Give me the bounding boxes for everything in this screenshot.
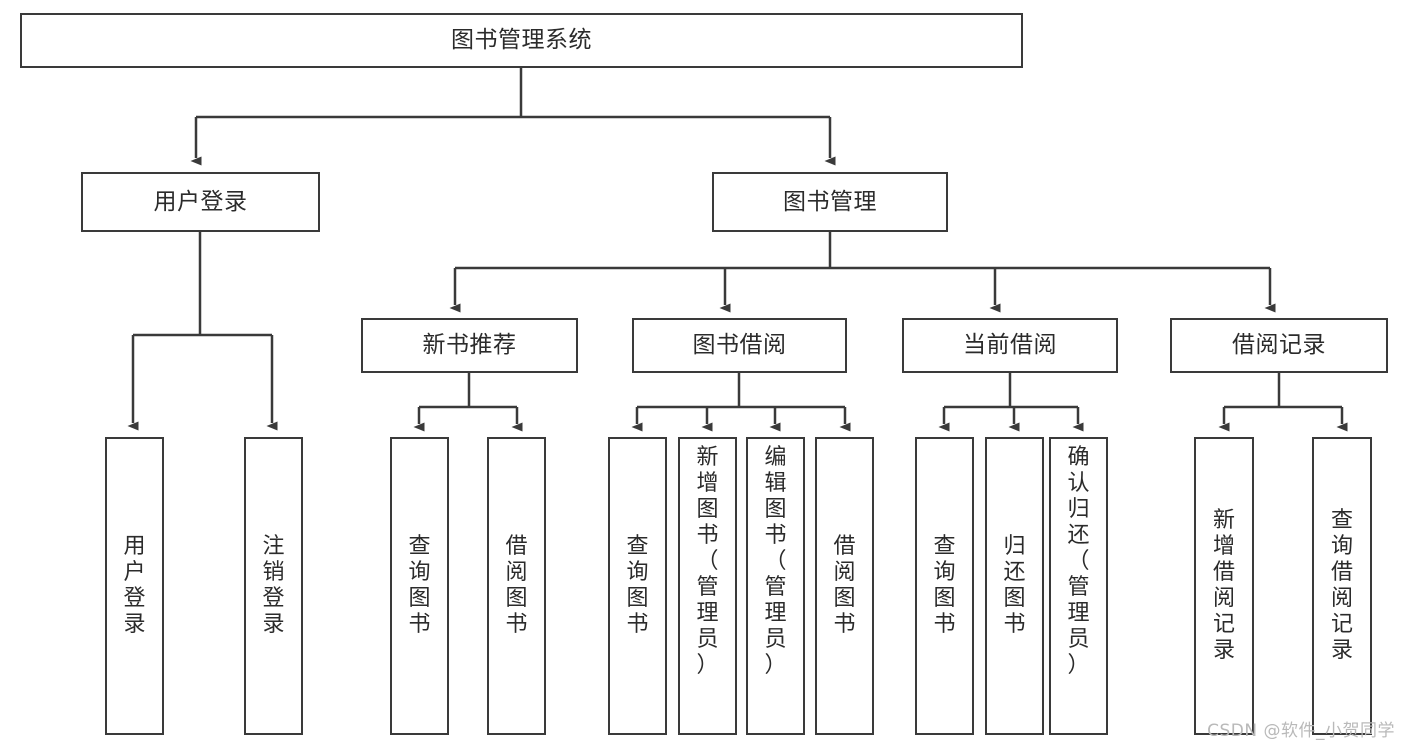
node-current-borrow[interactable]: 当前借阅 <box>902 318 1118 373</box>
node-leaf-label: 归还图书 <box>1003 534 1026 637</box>
node-user-login[interactable]: 用户登录 <box>81 172 320 232</box>
node-leaf-nbr-query-book[interactable]: 查询图书 <box>390 437 449 735</box>
node-leaf-bb-query-book[interactable]: 查询图书 <box>608 437 667 735</box>
node-leaf-label: 查询图书 <box>933 534 956 637</box>
node-root-label: 图书管理系统 <box>451 27 592 53</box>
node-leaf-label: 查询借阅记录 <box>1330 508 1353 663</box>
node-leaf-label: 新增图书（管理员） <box>696 445 719 678</box>
node-leaf-label: 借阅图书 <box>833 534 856 637</box>
node-leaf-logout[interactable]: 注销登录 <box>244 437 303 735</box>
node-book-borrow[interactable]: 图书借阅 <box>632 318 847 373</box>
node-leaf-label: 新增借阅记录 <box>1212 508 1235 663</box>
node-new-book-recommend-label: 新书推荐 <box>422 332 517 358</box>
node-leaf-bb-borrow-book[interactable]: 借阅图书 <box>815 437 874 735</box>
node-leaf-nbr-borrow-book[interactable]: 借阅图书 <box>487 437 546 735</box>
node-leaf-bb-edit-book[interactable]: 编辑图书（管理员） <box>746 437 805 735</box>
node-leaf-br-add-record[interactable]: 新增借阅记录 <box>1194 437 1254 735</box>
node-leaf-user-login[interactable]: 用户登录 <box>105 437 164 735</box>
node-leaf-label: 查询图书 <box>626 534 649 637</box>
node-current-borrow-label: 当前借阅 <box>963 332 1057 358</box>
node-root[interactable]: 图书管理系统 <box>20 13 1023 68</box>
node-book-management-label: 图书管理 <box>783 188 877 215</box>
node-leaf-label: 查询图书 <box>408 534 431 637</box>
node-leaf-bb-add-book[interactable]: 新增图书（管理员） <box>678 437 737 735</box>
node-leaf-cb-query-book[interactable]: 查询图书 <box>915 437 974 735</box>
node-book-management[interactable]: 图书管理 <box>712 172 948 232</box>
node-leaf-cb-return-book[interactable]: 归还图书 <box>985 437 1044 735</box>
node-leaf-label: 用户登录 <box>123 534 146 637</box>
node-borrow-record[interactable]: 借阅记录 <box>1170 318 1388 373</box>
node-leaf-label: 借阅图书 <box>505 534 528 637</box>
node-user-login-label: 用户登录 <box>153 188 248 215</box>
node-leaf-label: 编辑图书（管理员） <box>764 445 787 678</box>
node-leaf-label: 确认归还（管理员） <box>1067 445 1090 678</box>
node-new-book-recommend[interactable]: 新书推荐 <box>361 318 578 373</box>
node-book-borrow-label: 图书借阅 <box>692 332 787 358</box>
node-borrow-record-label: 借阅记录 <box>1232 332 1326 358</box>
node-leaf-label: 注销登录 <box>262 534 285 637</box>
node-leaf-cb-confirm-return[interactable]: 确认归还（管理员） <box>1049 437 1108 735</box>
csdn-watermark: CSDN @软件_小贺同学 <box>1207 721 1395 741</box>
node-leaf-br-query-record[interactable]: 查询借阅记录 <box>1312 437 1372 735</box>
